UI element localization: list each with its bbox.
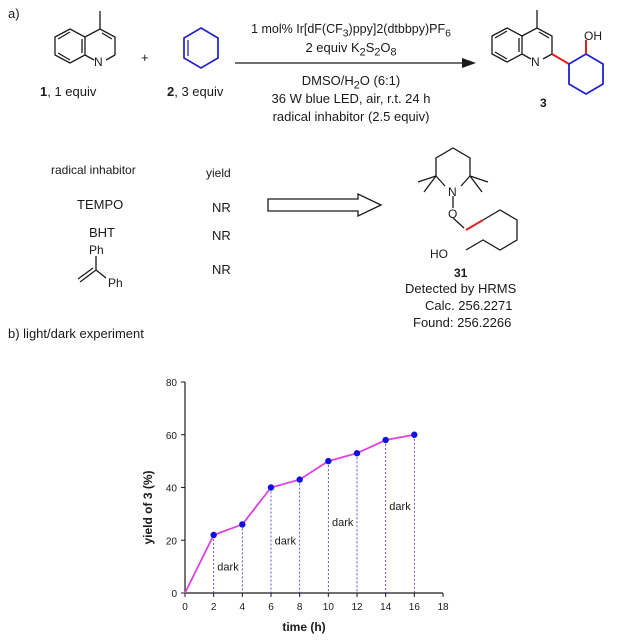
hrms-found: Found: 256.2266 (413, 315, 512, 330)
reactant-1-number: 1 (40, 84, 48, 99)
adduct-o-atom: O (448, 207, 457, 221)
header-inhibitor: radical inhabitor (51, 163, 136, 177)
x-tick-label: 4 (240, 602, 246, 613)
section-a-label: a) (8, 6, 20, 21)
open-arrow (267, 192, 383, 218)
x-tick-label: 16 (409, 602, 421, 613)
x-axis-label: time (h) (282, 620, 325, 634)
reaction-arrow (235, 58, 476, 68)
adduct-n-atom: N (448, 185, 457, 199)
inhibitor-diphenylethylene-structure: Ph Ph (77, 243, 123, 290)
plus-sign: + (141, 50, 149, 65)
condition-additive: radical inhabitor (2.5 equiv) (272, 109, 430, 124)
product-3-number: 3 (540, 96, 547, 110)
condition-light: 36 W blue LED, air, r.t. 24 h (271, 91, 431, 106)
substituent-ph-top: Ph (89, 243, 104, 257)
data-point (325, 457, 332, 465)
data-point (296, 476, 303, 483)
reactant-2-number: 2 (167, 84, 175, 99)
x-tick-label: 6 (268, 602, 274, 613)
y-tick-label: 40 (166, 484, 178, 495)
yield-bht: NR (212, 228, 231, 243)
x-tick-label: 2 (211, 602, 217, 613)
condition-oxidant: 2 equiv K2S2O8 (305, 40, 397, 59)
reactant-2-caption: 2, 3 equiv (167, 84, 223, 99)
inhibitor-bht: BHT (89, 225, 115, 240)
reactant-1-structure: N (54, 11, 116, 69)
substituent-ph-right: Ph (108, 276, 123, 290)
header-yield: yield (206, 166, 231, 180)
x-tick-label: 12 (351, 602, 363, 613)
x-tick-label: 8 (297, 602, 303, 613)
product-n-atom: N (531, 55, 540, 69)
reactant-1-equiv: , 1 equiv (47, 84, 97, 99)
hrms-calc: Calc. 256.2271 (425, 298, 513, 313)
product-oh: OH (584, 29, 602, 43)
reactant-2-equiv: , 3 equiv (174, 84, 224, 99)
data-point (353, 450, 361, 457)
adduct-31-number: 31 (454, 266, 468, 280)
dark-annotation: dark (389, 501, 411, 513)
x-tick-label: 0 (182, 602, 188, 613)
y-tick-label: 0 (171, 589, 177, 600)
adduct-ho: HO (430, 247, 448, 261)
reactant-1-n-atom: N (94, 55, 103, 69)
y-tick-label: 80 (166, 378, 178, 389)
reactant-2-structure (183, 27, 219, 69)
dark-annotation: dark (217, 562, 239, 574)
y-tick-label: 60 (166, 431, 178, 442)
x-tick-label: 10 (323, 602, 335, 613)
y-axis-label: yield of 3 (%) (141, 470, 155, 544)
data-point (411, 431, 418, 438)
adduct-31-structure: N O HO (417, 147, 518, 261)
section-b-label: b) light/dark experiment (8, 326, 144, 341)
hrms-detected: Detected by HRMS (405, 281, 517, 296)
condition-catalyst: 1 mol% Ir[dF(CF3)ppy]2(dtbbpy)PF6 (251, 22, 451, 40)
dark-annotation: dark (275, 535, 297, 547)
reactant-1-caption: 1, 1 equiv (40, 84, 96, 99)
condition-solvent: DMSO/H2O (6:1) (301, 73, 401, 92)
light-dark-chart: 0 2 4 6 8 10 12 14 16 18 0 20 40 60 80 time (h) yield of… (141, 378, 449, 634)
x-tick-label: 14 (380, 602, 392, 613)
inhibitor-tempo: TEMPO (77, 197, 124, 212)
data-point (267, 484, 275, 491)
yield-diphenylethylene: NR (212, 262, 231, 277)
x-tick-label: 18 (437, 602, 449, 613)
data-point (239, 521, 246, 528)
y-tick-label: 20 (166, 536, 178, 547)
dark-annotation: dark (332, 517, 354, 529)
data-point (210, 531, 217, 539)
product-3-structure: N OH (491, 10, 604, 96)
data-point (382, 436, 389, 444)
yield-tempo: NR (212, 200, 231, 215)
